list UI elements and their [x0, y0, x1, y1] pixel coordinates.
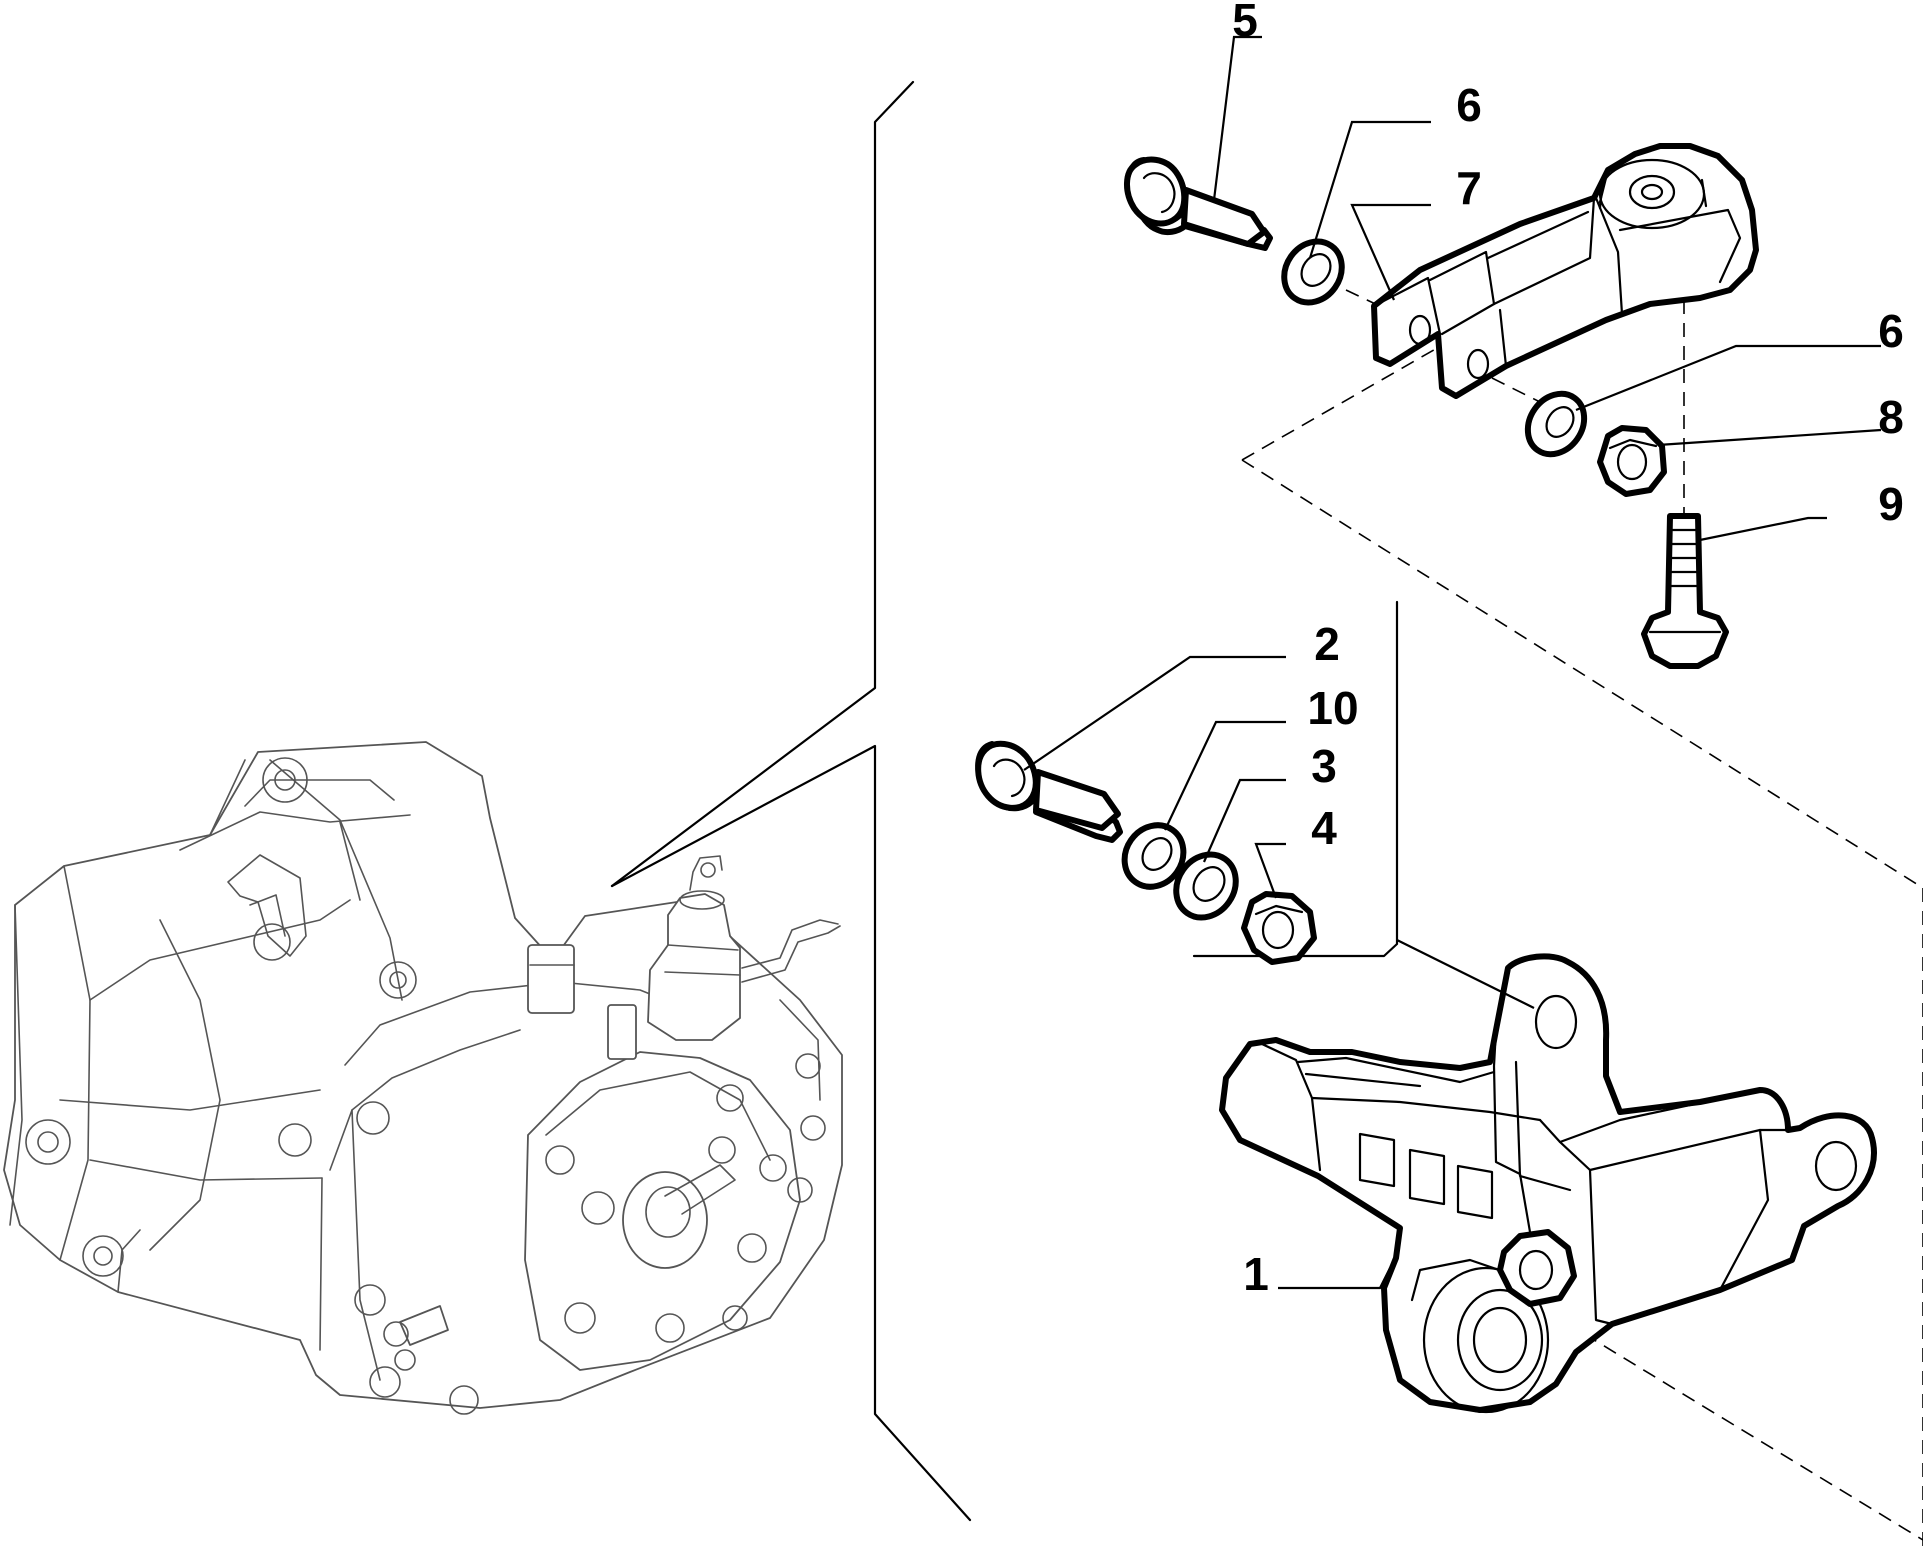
callout-2: 2: [1314, 618, 1340, 670]
callout-6-upper: 6: [1456, 79, 1482, 131]
callout-7: 7: [1456, 162, 1482, 214]
washer-part-6-lower: [1524, 390, 1588, 458]
torque-rod-part-7: [1371, 143, 1759, 399]
washer-part-6-upper: [1281, 238, 1345, 306]
callout-6-lower: 6: [1878, 305, 1904, 357]
callout-9: 9: [1878, 478, 1904, 530]
callout-5: 5: [1232, 0, 1258, 46]
bolt-part-5: [1124, 156, 1273, 251]
bolt-part-2: [975, 740, 1123, 843]
callout-10: 10: [1307, 682, 1358, 734]
leader-lines: [1023, 35, 1882, 1290]
callout-3: 3: [1311, 740, 1337, 792]
assembly-guide-lines: [1241, 289, 1923, 1546]
washer-part-3: [1173, 851, 1239, 921]
callout-1: 1: [1243, 1248, 1269, 1300]
mount-bracket-part-1: [1219, 953, 1877, 1414]
gearbox-outline: [3, 741, 843, 1415]
nut-part-4: [1241, 891, 1317, 965]
callout-4: 4: [1311, 802, 1337, 854]
callout-labels: 5 6 7 6 8 9 2 10 3 4 1: [1232, 0, 1904, 1300]
callout-8: 8: [1878, 391, 1904, 443]
stud-part-9: [1641, 513, 1729, 669]
washer-part-10: [1121, 822, 1187, 890]
nut-part-8: [1597, 425, 1667, 497]
